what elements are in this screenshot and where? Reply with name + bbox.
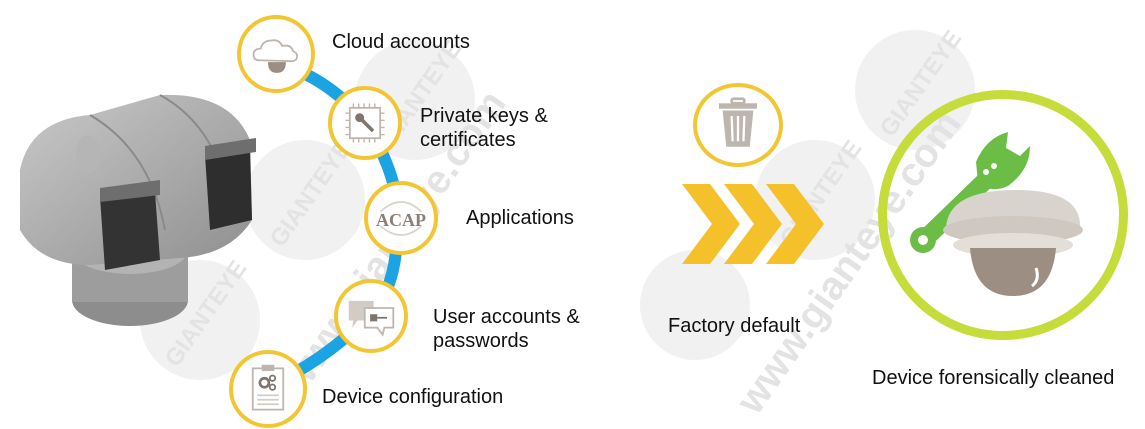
chevrons-arrow-icon [682, 184, 824, 264]
watermark-circle [245, 140, 365, 260]
trash-icon [719, 97, 757, 147]
ptz-camera-image [20, 94, 256, 326]
applications-label: Applications [466, 207, 574, 229]
device-configuration-label: Device configuration [322, 386, 504, 408]
private-keys-label: Private keys & certificates [420, 104, 548, 152]
device-forensically-cleaned-label: Device forensically cleaned [872, 367, 1115, 389]
chevron-3 [766, 184, 824, 264]
chip-key-icon [345, 103, 385, 143]
user-accounts-icon-ring [334, 279, 408, 353]
user-accounts-label: User accounts & passwords [433, 305, 580, 353]
factory-default-icon-ring [693, 83, 783, 167]
dome-camera-icon [943, 190, 1083, 296]
acap-icon-text: ACAP [376, 210, 426, 230]
user-accounts-label-line1: User accounts & [433, 306, 580, 328]
watermark-circle [640, 250, 750, 360]
private-keys-label-line2: certificates [420, 129, 516, 151]
device-configuration-icon-ring [229, 350, 307, 428]
applications-icon-ring: ACAP [364, 181, 438, 255]
cleaned-device-ring [878, 90, 1128, 340]
acap-icon [379, 201, 423, 236]
cloud-camera-icon [252, 39, 298, 73]
cloud-accounts-label: Cloud accounts [332, 31, 470, 53]
cloud-accounts-icon-ring [237, 15, 315, 93]
private-keys-icon-ring [328, 86, 402, 160]
factory-default-label: Factory default [668, 315, 801, 337]
chevron-2 [724, 184, 782, 264]
clipboard-gears-icon [251, 364, 285, 411]
chat-key-icon [348, 300, 395, 337]
private-keys-label-line1: Private keys & [420, 105, 548, 127]
chevron-1 [682, 184, 740, 264]
user-accounts-label-line2: passwords [433, 330, 529, 352]
wrench-dome-camera-icon [910, 132, 1083, 296]
watermark-circle [755, 140, 875, 260]
